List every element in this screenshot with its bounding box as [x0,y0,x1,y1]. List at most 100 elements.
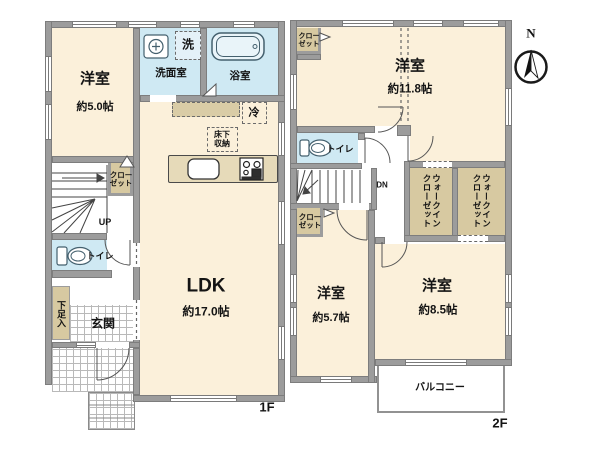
compass-north-label: N [526,25,536,41]
window [45,56,52,92]
wall-segment [140,95,285,102]
window [405,359,467,366]
wall-segment [290,163,362,169]
underfloor-storage-box [207,127,238,152]
room-2f-yoshitsu-11.8 [297,27,505,126]
wall-segment [358,133,365,140]
window [290,307,297,336]
room-1f-genkan-floor [70,305,133,342]
wic-opening [458,235,488,242]
room-label-senmenshitsu: 洗面室 [155,67,187,80]
room-label-ldk: LDK [186,275,226,297]
window [505,88,512,126]
wall-segment [129,342,140,348]
walk-in-closet-2-label: ウォークインクローゼット [472,174,492,228]
wall-segment [505,20,512,366]
floor-label-1f: 1F [259,399,275,415]
wall-segment [290,20,297,383]
room-label-yoshitsu-5.7: 洋室 [317,285,345,302]
toilet-1f-label: トイレ [86,250,114,261]
wall-segment [52,156,140,163]
wall-segment [133,28,140,348]
refrigerator-label: 冷 [248,106,260,119]
room-1f-yokushitsu [207,28,278,95]
wall-segment [200,28,207,102]
walk-in-closet-1 [410,168,452,235]
window [463,20,499,27]
entrance-steps [88,392,135,430]
genkan-label: 玄関 [90,316,116,331]
wall-segment [404,235,505,242]
window [233,21,255,28]
wall-segment [290,20,512,27]
wic-opening [423,161,452,168]
window [290,74,297,110]
window [180,21,200,28]
wall-segment [404,161,505,168]
window [278,201,285,245]
window [278,326,285,360]
refrigerator-space [242,102,267,124]
wall-segment [368,210,375,383]
stairs-2f [296,169,361,203]
entrance-door-jamb [76,342,96,348]
window [413,20,443,27]
window [72,21,117,28]
room-size-yoshitsu-8.5: 約8.5帖 [418,304,458,317]
room-label-yoshitsu-11.8: 洋室 [394,57,426,75]
sliding-door-opening [133,243,140,267]
stairs-up-label: UP [98,216,112,227]
wall-segment [297,126,375,133]
wall-segment [290,203,373,210]
window [290,274,297,303]
wall-segment [371,168,377,210]
entrance-porch [52,348,133,392]
stairs-dn-label: DN [376,180,388,190]
closet-2f-top-label: クローゼット [298,33,320,48]
window [505,307,512,336]
sliding-door-opening [133,300,140,340]
closet-2f-mid-label: クローゼット [298,212,322,230]
room-size-yoshitsu-5.7: 約5.7帖 [312,311,350,324]
window [278,122,285,156]
wall-segment [52,342,80,348]
wall-segment [133,348,140,395]
shoe-cabinet-label: 下足入 [56,300,67,328]
room-label-yokushitsu: 浴室 [229,70,251,83]
closet-1f-label: クローゼット [109,170,133,188]
closet-2f-mid [297,208,323,237]
compass-icon [514,49,548,84]
walk-in-closet-1-label: ウォークインクローゼット [422,174,442,228]
room-size-ldk: 約17.0帖 [182,304,230,319]
wall-segment [397,125,411,136]
wall-segment [404,161,410,242]
toilet-2f-label: トイレ [326,143,354,154]
window [170,395,237,402]
closet-1f [108,163,133,196]
cupboard-space [172,102,240,117]
window [505,274,512,303]
walk-in-closet-2 [458,168,505,235]
window [320,376,352,383]
room-2f-yoshitsu-11.8-east [410,126,505,162]
room-size-yoshitsu-5.0: 約5.0帖 [76,100,114,113]
laundry-label: 洗 [181,37,195,52]
window [128,21,157,28]
kitchen-counter [168,155,278,183]
shoe-cabinet [52,286,70,340]
wall-segment [452,168,458,242]
wall-segment [52,270,112,278]
balcony [377,366,505,413]
room-2f-yoshitsu-8.5 [375,244,505,359]
floor-label-2f: 2F [492,415,508,431]
wall-segment [375,237,385,244]
balcony-label: バルコニー [415,382,465,394]
window [45,104,52,140]
wall-segment [45,21,285,28]
room-1f-yoshitsu-5.0 [52,28,133,156]
room-size-yoshitsu-11.8: 約11.8帖 [387,83,433,96]
wall-segment [45,21,52,385]
wall-segment [297,54,321,60]
wall-segment [52,233,107,240]
